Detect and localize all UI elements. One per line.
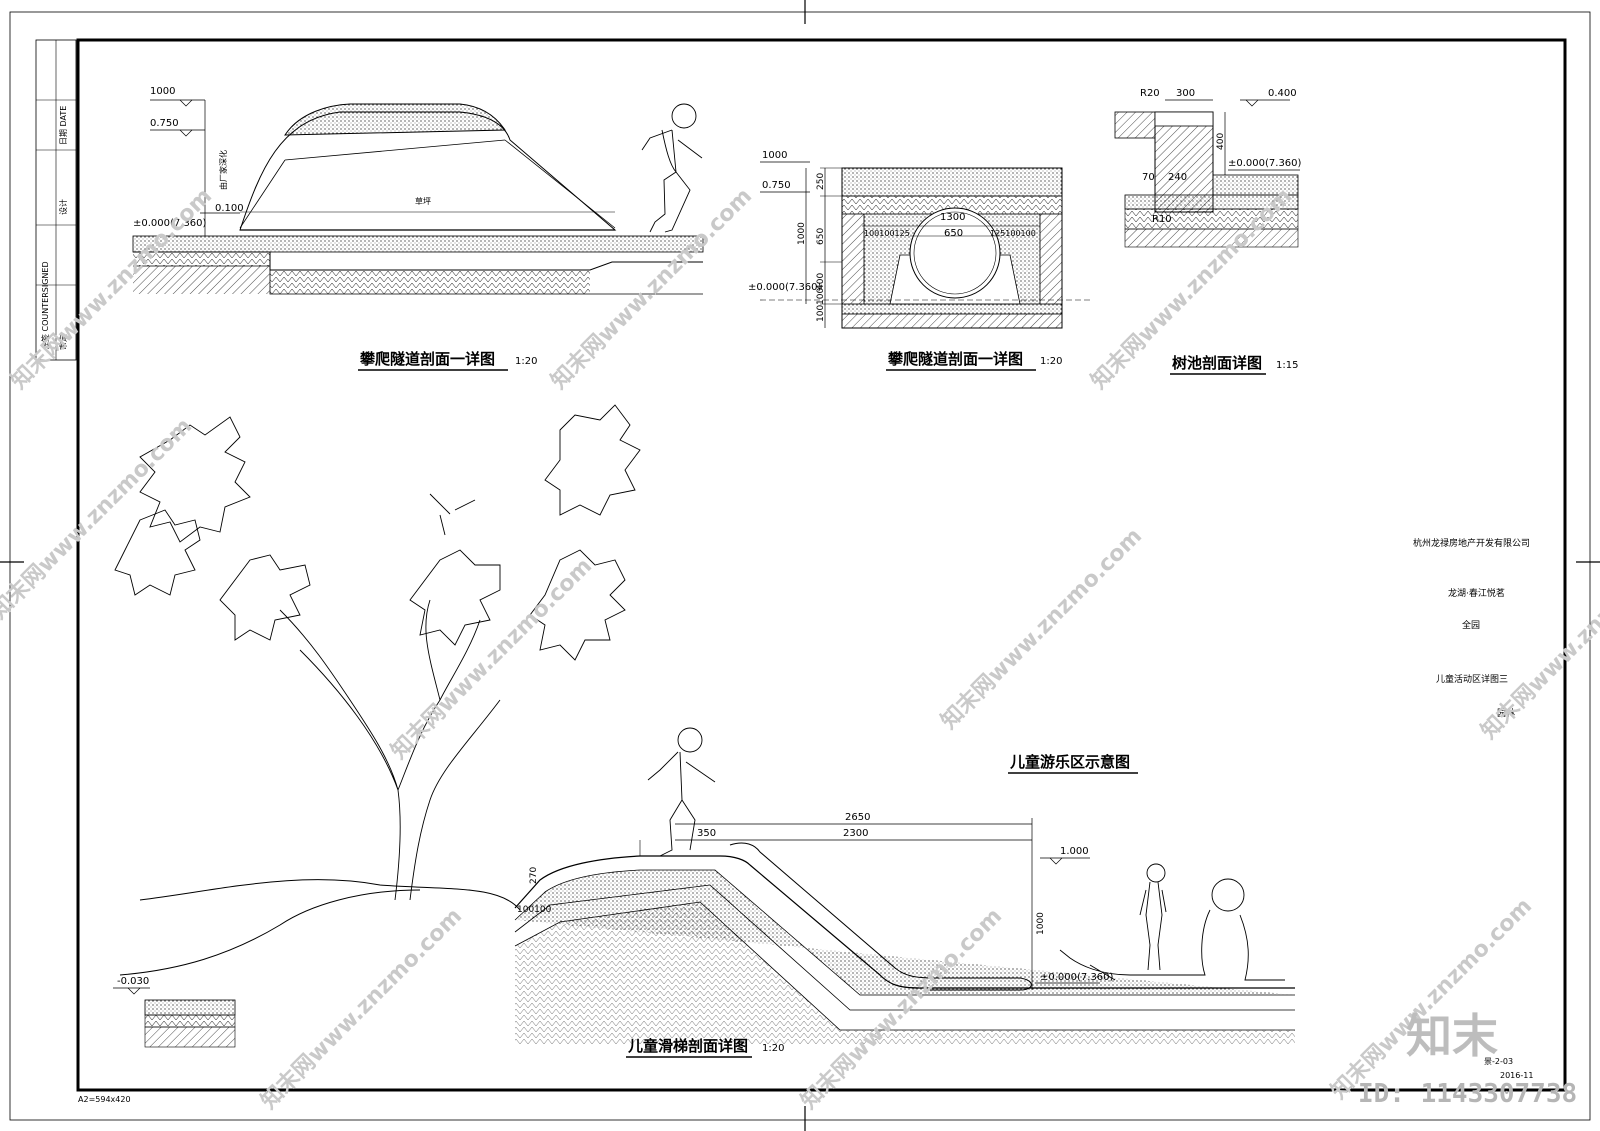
child-figure-running (641, 103, 703, 233)
tb-discipline: 园林 (1497, 707, 1515, 719)
t2-dim-v6: 100 (816, 305, 826, 322)
slide-dim-h: 270 (529, 867, 539, 884)
date-label: 日期 DATE (59, 106, 68, 145)
title-block: 杭州龙禄房地产开发有限公司 龙湖·春江悦茗 全园 儿童活动区详图三 园林 景-2… (78, 537, 1533, 1104)
tunnel-2-scale: 1:20 (1040, 356, 1062, 367)
slide-dim-b: 2300 (843, 828, 868, 839)
tree-pit-scale: 1:15 (1276, 360, 1298, 371)
watermark-text: 知末网www.znzmo.com (0, 413, 197, 624)
tb-project: 龙湖·春江悦茗 (1448, 587, 1505, 599)
slide-section: -0.030 2650 350 2300 270 100100 1000 1.0… (113, 812, 1295, 1058)
slide-elev-base: ±0.000(7.360) (1040, 972, 1114, 983)
elev-low: 0.100 (215, 203, 244, 214)
tb-sheet-no: 景-2-03 (1484, 1057, 1513, 1066)
t2-elev-mid: 0.750 (762, 180, 791, 191)
watermark-id: ID: 1143307738 (1358, 1079, 1577, 1109)
approved-label: 审定 (58, 334, 68, 350)
t2-elev-base: ±0.000(7.360) (748, 282, 822, 293)
tp-radius-bottom: R10 (1152, 214, 1172, 225)
watermark-text: 知末网www.znzmo.com (1476, 533, 1600, 744)
elev-mid: 0.750 (150, 118, 179, 129)
tp-dim-width: 300 (1176, 88, 1195, 99)
tb-date: 2016-11 (1500, 1071, 1533, 1080)
slide-dim-height: 1000 (1036, 912, 1046, 935)
t2-elev-top: 1000 (762, 150, 787, 161)
slide-scale: 1:20 (762, 1043, 784, 1054)
tree-illustration (114, 404, 641, 911)
t2-dim-inner: 650 (944, 228, 963, 239)
tree-pit-title: 树池剖面详图 (1172, 354, 1262, 372)
slide-elev-top: 1.000 (1060, 846, 1089, 857)
tp-dim-240: 240 (1168, 172, 1187, 183)
t2-dim-v5: 100 (816, 288, 826, 305)
watermark-text: 知末网www.znzmo.com (796, 903, 1007, 1114)
tp-dim-height: 400 (1216, 133, 1226, 150)
tb-company: 杭州龙禄房地产开发有限公司 (1413, 537, 1530, 549)
tp-elev-base: ±0.000(7.360) (1228, 158, 1302, 169)
paper-size: A2=594x420 (78, 1095, 131, 1104)
designer-label: 设计 (58, 199, 68, 215)
tp-dim-70: 70 (1142, 172, 1155, 183)
tp-radius-top: R20 (1140, 88, 1160, 99)
tunnel-2-title: 攀爬隧道剖面一详图 (887, 350, 1023, 368)
slide-dim-total: 2650 (845, 812, 870, 823)
t2-dim-v2: 650 (816, 228, 826, 245)
t2-dim-v3: 1000 (797, 222, 807, 245)
t2-dim-v4: 400 (816, 273, 826, 290)
note-vertical: 由厂家深化 (218, 150, 228, 190)
tree-pit-section: 300 R20 R10 0.400 ±0.000(7.360) 400 70 2… (1114, 88, 1302, 375)
slide-elev-left: -0.030 (117, 976, 149, 987)
t2-dim-left: 100100125 (864, 229, 910, 238)
tp-elev-top: 0.400 (1268, 88, 1297, 99)
elev-base: ±0.000(7.360) (133, 218, 207, 229)
play-area-title: 儿童游乐区示意图 (1009, 753, 1130, 771)
elev-top: 1000 (150, 86, 175, 97)
tunnel-section-1: 1000 0.750 0.100 ±0.000(7.360) 由厂家深化 草坪 … (132, 86, 704, 371)
tunnel-1-title: 攀爬隧道剖面一详图 (359, 350, 495, 368)
slide-dim-a: 350 (697, 828, 716, 839)
t2-dim-v1: 250 (816, 173, 826, 190)
margin-block: 日期 DATE 设计 会签 COUNTERSIGNED 审定 (35, 39, 77, 361)
tb-drawing-name: 儿童活动区详图三 (1436, 673, 1508, 685)
tunnel-section-2: 1000 0.750 ±0.000(7.360) 1300 650 100100… (748, 150, 1090, 371)
watermark-text: 知末网www.znzmo.com (936, 523, 1147, 734)
watermark-text: 知末网www.znzmo.com (386, 553, 597, 764)
people-figures (647, 727, 1285, 981)
note-top: 草坪 (415, 196, 431, 206)
watermark-logo: 知末 (1406, 1009, 1498, 1063)
t2-dim-outer: 1300 (940, 212, 965, 223)
countersigned-label: 会签 COUNTERSIGNED (40, 261, 50, 350)
t2-dim-right: 125100100 (990, 229, 1036, 238)
watermarks: 知末网www.znzmo.com 知末网www.znzmo.com 知末网www… (0, 183, 1600, 1114)
tb-area: 全园 (1462, 619, 1480, 631)
slide-dim-base: 100100 (517, 905, 552, 915)
tunnel-1-scale: 1:20 (515, 356, 537, 367)
watermark-text: 知末网www.znzmo.com (256, 903, 467, 1114)
slide-title: 儿童滑梯剖面详图 (627, 1037, 748, 1055)
